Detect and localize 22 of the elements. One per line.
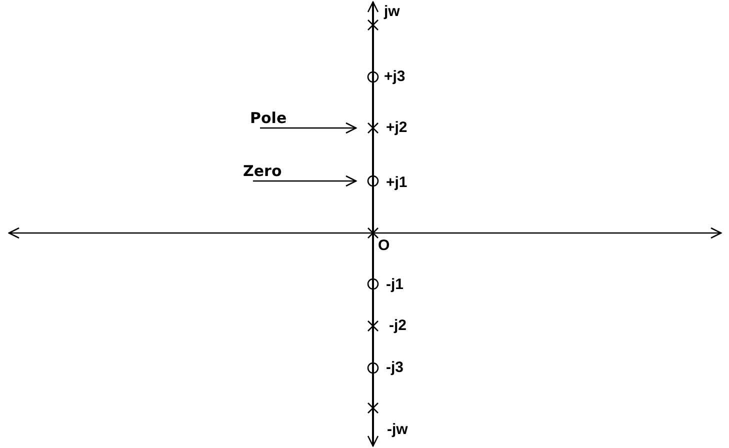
zero-marker (366, 174, 380, 188)
axis-label: -j1 (386, 277, 404, 293)
pole-marker (366, 226, 380, 240)
zero-marker (366, 277, 380, 291)
axis-label: +j1 (386, 175, 408, 191)
pole-marker (366, 18, 380, 32)
callout-text: Pole (250, 110, 287, 126)
pole-marker (366, 121, 380, 135)
axis-label: -j3 (386, 360, 404, 376)
arrow (260, 122, 357, 134)
pole-marker (366, 319, 380, 333)
callout-text: Zero (243, 163, 282, 179)
pole-marker (366, 401, 380, 415)
axis-label: -j2 (389, 318, 407, 334)
arrow (253, 175, 357, 187)
axis-label: -jw (387, 422, 408, 438)
axis-label: jw (384, 4, 400, 20)
axis-label: O (378, 238, 390, 254)
axis-label: +j3 (384, 69, 406, 85)
zero-marker (366, 361, 380, 375)
axis-label: +j2 (386, 120, 408, 136)
zero-marker (366, 70, 380, 84)
